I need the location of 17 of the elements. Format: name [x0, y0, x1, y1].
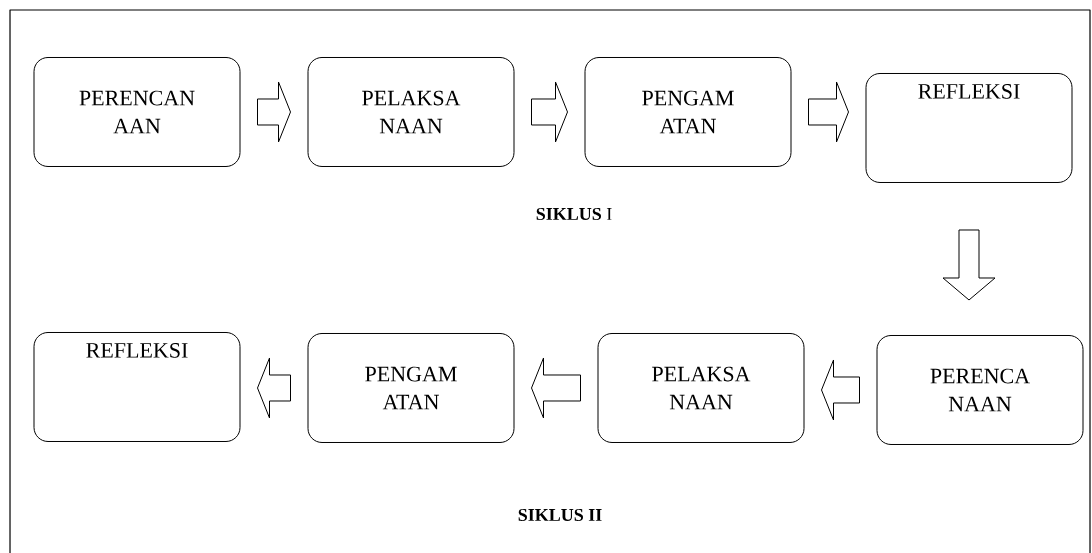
process-box: PERENCAN AAN	[33, 57, 241, 167]
process-box: REFLEKSI	[33, 332, 241, 442]
block-arrow	[808, 81, 849, 143]
process-box: PENGAM ATAN	[307, 333, 515, 443]
process-box: REFLEKSI	[865, 73, 1073, 183]
block-arrow	[531, 81, 568, 143]
block-arrow	[531, 357, 581, 419]
block-arrow	[257, 357, 291, 419]
block-arrow	[257, 81, 291, 143]
cycle-label: SIKLUS II	[518, 508, 602, 522]
cycle-label: SIKLUS I	[536, 207, 612, 221]
process-box: PELAKSA NAAN	[307, 57, 515, 167]
process-box: PELAKSA NAAN	[597, 333, 805, 443]
process-box: PENGAM ATAN	[584, 57, 792, 167]
process-box: PERENCA NAAN	[876, 335, 1084, 445]
block-arrow	[821, 359, 860, 421]
block-arrow	[942, 229, 996, 301]
